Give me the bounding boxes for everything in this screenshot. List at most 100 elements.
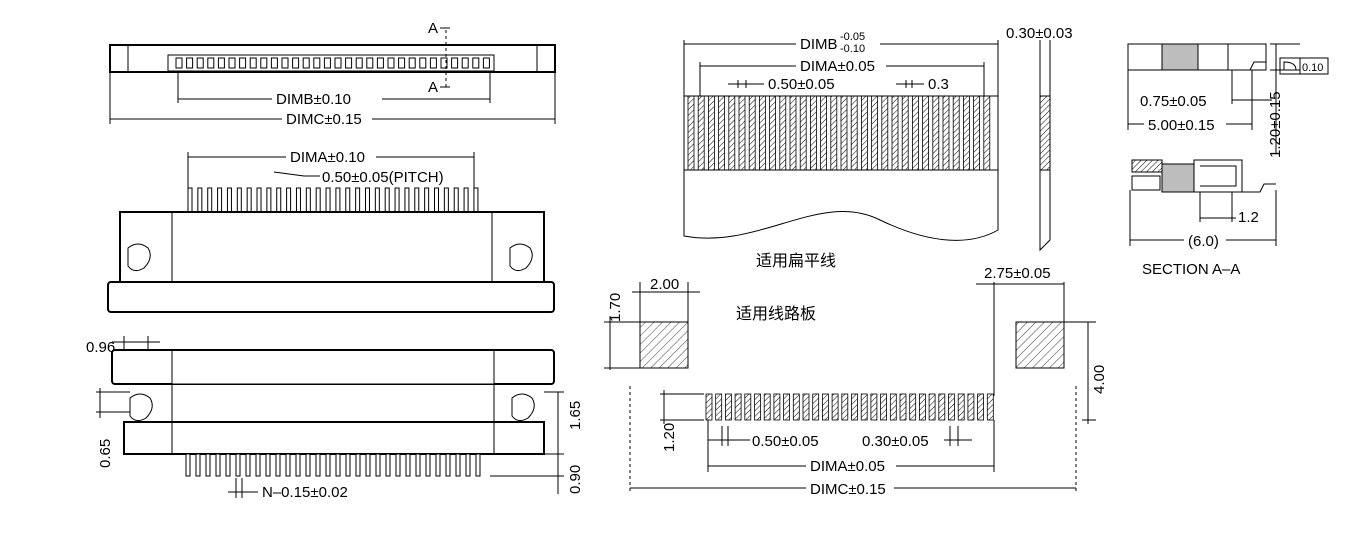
- fpc-finger: [881, 95, 889, 171]
- pcb-dimc: DIMC±0.15: [810, 481, 886, 498]
- front-pin: [473, 187, 479, 213]
- top-slot: [313, 57, 321, 69]
- front-pin: [207, 187, 213, 213]
- fpc-thickness: 0.30±0.03: [1006, 25, 1073, 42]
- pcb-pin: [841, 393, 849, 421]
- pcb-pad-offset: 2.75±0.05: [984, 265, 1051, 282]
- pcb-pin: [986, 393, 994, 421]
- fpc-finger: [952, 95, 960, 171]
- top-slot: [366, 57, 374, 69]
- fpc-finger: [891, 95, 899, 171]
- top-slot: [207, 57, 215, 69]
- top-slot: [186, 57, 194, 69]
- bottom-pin: [455, 453, 461, 477]
- top-slot: [260, 57, 268, 69]
- bottom-pin: [185, 453, 191, 477]
- bottom-view: 0.96 0.65 1.65 0.90 N–0.15±0.02: [86, 336, 584, 501]
- fpc-finger: [830, 95, 838, 171]
- front-pin: [364, 187, 370, 213]
- dim-165: 1.65: [567, 401, 584, 430]
- pcb-pin: [948, 393, 955, 421]
- section-height: 1.20±0.15: [1267, 91, 1284, 158]
- top-slot: [175, 57, 183, 69]
- top-view: A A DIMB±0.10 DIMC±0.15: [109, 20, 556, 128]
- fpc-finger: [861, 95, 868, 171]
- pcb-pin-w: 0.30±0.05: [862, 433, 929, 450]
- bottom-pin: [325, 453, 331, 477]
- top-slot: [419, 57, 427, 69]
- top-slot: [323, 57, 331, 69]
- bottom-pin: [405, 453, 411, 477]
- top-slot: [217, 57, 225, 69]
- pcb-pin: [860, 393, 868, 421]
- bottom-pin: [395, 453, 401, 477]
- bottom-pin: [295, 453, 301, 477]
- pcb-pitch: 0.50±0.05: [752, 433, 819, 450]
- top-slot: [429, 57, 437, 69]
- front-pin: [453, 187, 459, 213]
- fpc-finger: [912, 95, 919, 171]
- fpc-finger: [963, 95, 970, 171]
- pcb-pin: [822, 393, 829, 421]
- bottom-pin: [255, 453, 261, 477]
- front-pin: [355, 187, 361, 213]
- fpc-finger: [759, 95, 766, 171]
- top-slot: [472, 57, 480, 69]
- dim-n: N–0.15±0.02: [262, 484, 348, 501]
- pcb-pin: [899, 393, 907, 421]
- pcb-pin: [957, 393, 965, 421]
- fpc-finger: [983, 95, 991, 171]
- pcb-pin: [763, 393, 771, 421]
- fpc-dimb-tol-lower: -0.10: [840, 43, 865, 55]
- front-pin: [226, 187, 232, 213]
- bottom-pin: [475, 453, 481, 477]
- pcb-pin: [831, 393, 839, 421]
- front-pin: [236, 187, 242, 213]
- bottom-pin: [415, 453, 421, 477]
- pcb-pin: [802, 393, 810, 421]
- front-pin: [315, 187, 321, 213]
- top-slot: [387, 57, 395, 69]
- section-12: 1.2: [1238, 209, 1259, 226]
- top-slot: [440, 57, 448, 69]
- dim-090: 0.90: [567, 465, 584, 494]
- pcb-pin: [754, 393, 761, 421]
- fpc-dimb: DIMB: [800, 36, 838, 53]
- front-pin: [345, 187, 351, 213]
- section-view: 0.10 0.75±0.05 5.00±0.15 1.20±0.15 1.2 (…: [1127, 43, 1329, 278]
- front-pin: [394, 187, 400, 213]
- front-pin: [443, 187, 449, 213]
- pcb-pin: [715, 393, 723, 421]
- top-slot: [451, 57, 459, 69]
- top-slot: [302, 57, 310, 69]
- top-slot: [355, 57, 363, 69]
- front-pin: [246, 187, 252, 213]
- front-pin: [286, 187, 292, 213]
- bottom-pin: [315, 453, 321, 477]
- front-pin: [305, 187, 311, 213]
- bottom-pin: [195, 453, 201, 477]
- pcb-pin: [851, 393, 858, 421]
- front-pin: [187, 187, 193, 213]
- section-title: SECTION A–A: [1142, 261, 1240, 278]
- fpc-finger: [708, 95, 715, 171]
- top-slot: [461, 57, 469, 69]
- front-pin: [463, 187, 469, 213]
- top-slot: [376, 57, 384, 69]
- fpc-finger: [779, 95, 787, 171]
- fpc-finger: [799, 95, 807, 171]
- front-pin: [295, 187, 301, 213]
- top-slot: [281, 57, 289, 69]
- top-slot: [398, 57, 406, 69]
- top-slot: [334, 57, 342, 69]
- pcb-pin: [812, 393, 820, 421]
- pcb-pin: [705, 393, 713, 421]
- fpc-pitch: 0.50±0.05: [768, 76, 835, 93]
- pcb-pad-span: 4.00: [1091, 365, 1108, 394]
- pcb-pin: [734, 393, 742, 421]
- dim-dimc: DIMC±0.15: [286, 111, 362, 128]
- bottom-pin: [385, 453, 391, 477]
- fpc-finger: [922, 95, 929, 171]
- pcb-pin: [909, 393, 917, 421]
- front-pin: [217, 187, 223, 213]
